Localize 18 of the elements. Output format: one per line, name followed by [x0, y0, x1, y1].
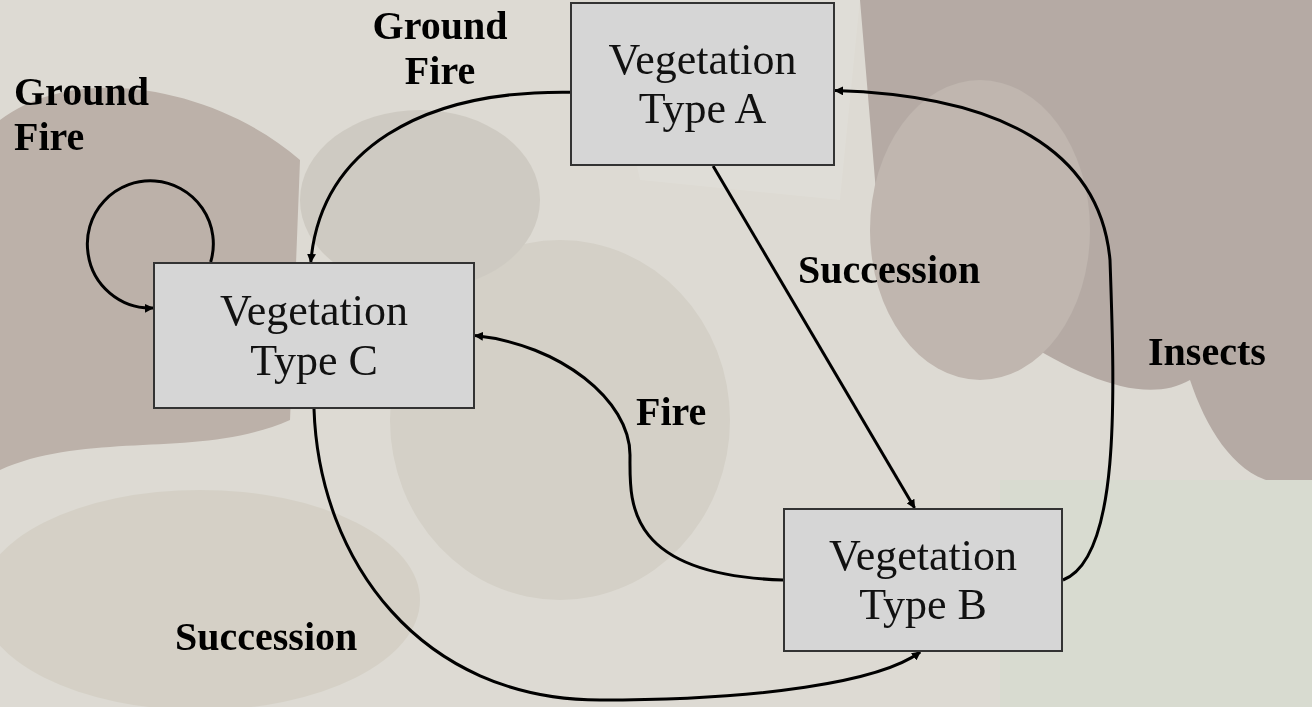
- edge-label: Succession: [798, 248, 982, 293]
- edge-label: Ground Fire: [371, 4, 509, 94]
- state-label: Vegetation Type A: [607, 34, 798, 134]
- state-box: [783, 508, 1063, 652]
- state-box: [153, 262, 475, 409]
- state-label: Vegetation Type B: [827, 530, 1019, 630]
- state-box: [570, 2, 835, 166]
- arrow: [85, 179, 215, 313]
- arrow: [307, 90, 571, 263]
- edge-label: Succession: [175, 615, 359, 660]
- edge-label: Insects: [1148, 330, 1267, 375]
- edge-label: Fire: [636, 390, 708, 435]
- arrow: [474, 332, 784, 582]
- edge-label: Ground Fire: [14, 70, 150, 160]
- arrow: [834, 86, 1115, 582]
- arrow: [711, 165, 916, 509]
- state-label: Vegetation Type C: [218, 286, 410, 385]
- arrow: [312, 408, 921, 702]
